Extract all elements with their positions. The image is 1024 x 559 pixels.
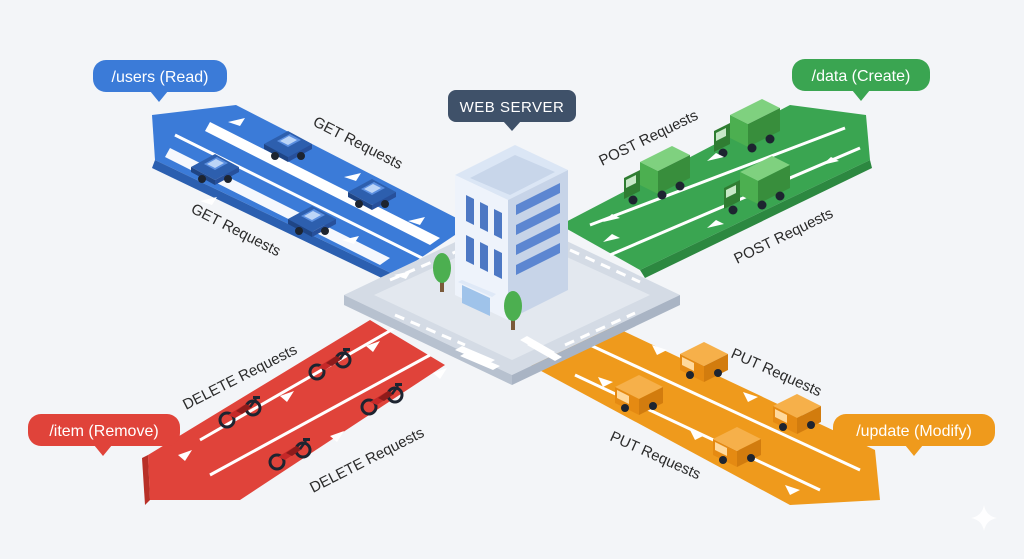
users-endpoint-callout: /users (Read) (93, 60, 227, 102)
delete-direction-arrows (178, 341, 447, 461)
tree-icon (433, 253, 451, 292)
tree-icon (504, 291, 522, 330)
item-endpoint-label: /item (Remove) (49, 423, 158, 440)
crosswalk (455, 336, 562, 370)
data-endpoint-label: /data (Create) (812, 68, 911, 85)
van-icon (680, 342, 728, 382)
server-callout: WEB SERVER (448, 90, 576, 131)
data-endpoint-callout: /data (Create) (792, 59, 930, 101)
server-label: WEB SERVER (460, 99, 565, 116)
get-direction-arrows (200, 118, 425, 279)
update-endpoint-label: /update (Modify) (856, 423, 972, 440)
web-server-building (455, 145, 568, 320)
sparkle-icon (971, 505, 997, 531)
users-endpoint-label: /users (Read) (112, 69, 209, 86)
post-direction-arrows (603, 153, 839, 242)
get-road (152, 105, 470, 282)
item-endpoint-callout: /item (Remove) (28, 414, 180, 456)
put-direction-arrows (598, 345, 800, 495)
update-endpoint-callout: /update (Modify) (833, 414, 995, 456)
post-road (560, 105, 872, 278)
